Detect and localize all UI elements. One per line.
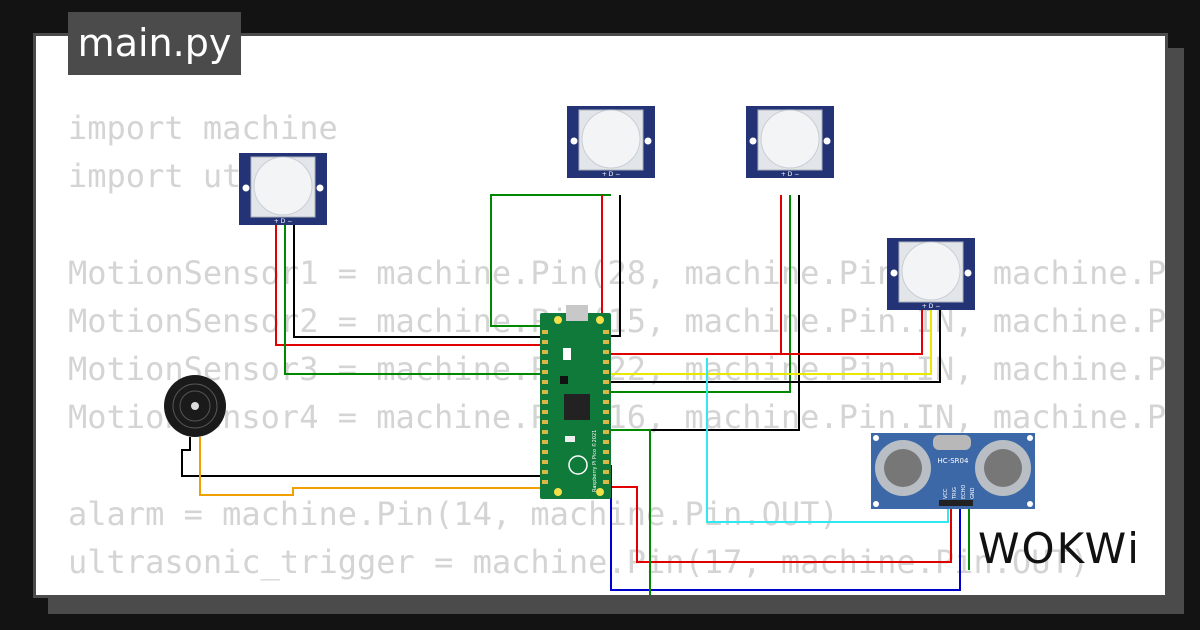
wire-black <box>293 225 540 338</box>
wire-black <box>611 195 621 337</box>
pin-label: TRIG <box>952 487 958 500</box>
pin-labels: + D − <box>274 218 293 225</box>
code-line: MotionSensor2 = machine.Pin(15, machine.… <box>68 301 1167 340</box>
raspberry-pi-pico[interactable]: Raspberry Pi Pico ©2021 <box>540 305 611 499</box>
pin-labels: + D − <box>781 171 800 178</box>
pin-labels: + D − <box>922 303 941 310</box>
code-line: import machine <box>68 109 338 147</box>
file-tab[interactable]: main.py <box>68 12 241 75</box>
pin-label: ECHO <box>961 485 967 499</box>
pico-pins-left <box>542 330 548 484</box>
wire-red <box>611 195 782 355</box>
pin-labels: + D − <box>602 171 621 178</box>
wire-green <box>611 195 791 393</box>
pin-label: VCC <box>943 488 949 499</box>
raspberry-logo-icon <box>568 455 588 475</box>
hcsr04-ultrasonic-sensor[interactable]: HC-SR04 VCC TRIG ECHO GND <box>871 433 1035 509</box>
pir-sensor-2[interactable]: + D − <box>567 106 655 178</box>
wire-black <box>181 437 540 477</box>
wire-blue <box>610 465 961 591</box>
wire-green <box>284 225 540 375</box>
buzzer[interactable] <box>164 375 226 437</box>
wire-green <box>611 429 651 595</box>
pico-pins-right <box>603 330 609 484</box>
code-line: ultrasonic_echo = machine.Pin(18, machin… <box>68 586 1165 595</box>
pir-sensor-1[interactable]: + D − <box>239 153 327 225</box>
wire-red <box>275 225 540 346</box>
wires <box>181 194 970 595</box>
pico-label: Raspberry Pi Pico ©2021 <box>591 430 598 492</box>
pir-sensor-4[interactable]: + D − <box>887 238 975 310</box>
wire-green <box>490 194 611 327</box>
pir-sensor-3[interactable]: + D − <box>746 106 834 178</box>
wire-red <box>781 310 923 355</box>
wokwi-logo: WOKWi <box>978 524 1141 573</box>
hcsr04-label: HC-SR04 <box>938 457 969 465</box>
wire-red <box>611 486 952 563</box>
wire-yellow <box>611 310 932 375</box>
pin-label: GND <box>970 487 976 499</box>
wire-orange <box>199 437 540 496</box>
wire-black <box>611 195 800 431</box>
code-line: MotionSensor4 = machine.Pin(16, machine.… <box>68 398 1167 437</box>
code-line: alarm = machine.Pin(14, machine.Pin.OUT) <box>68 494 839 533</box>
wire-cyan <box>706 358 949 523</box>
wire-black <box>611 310 941 383</box>
